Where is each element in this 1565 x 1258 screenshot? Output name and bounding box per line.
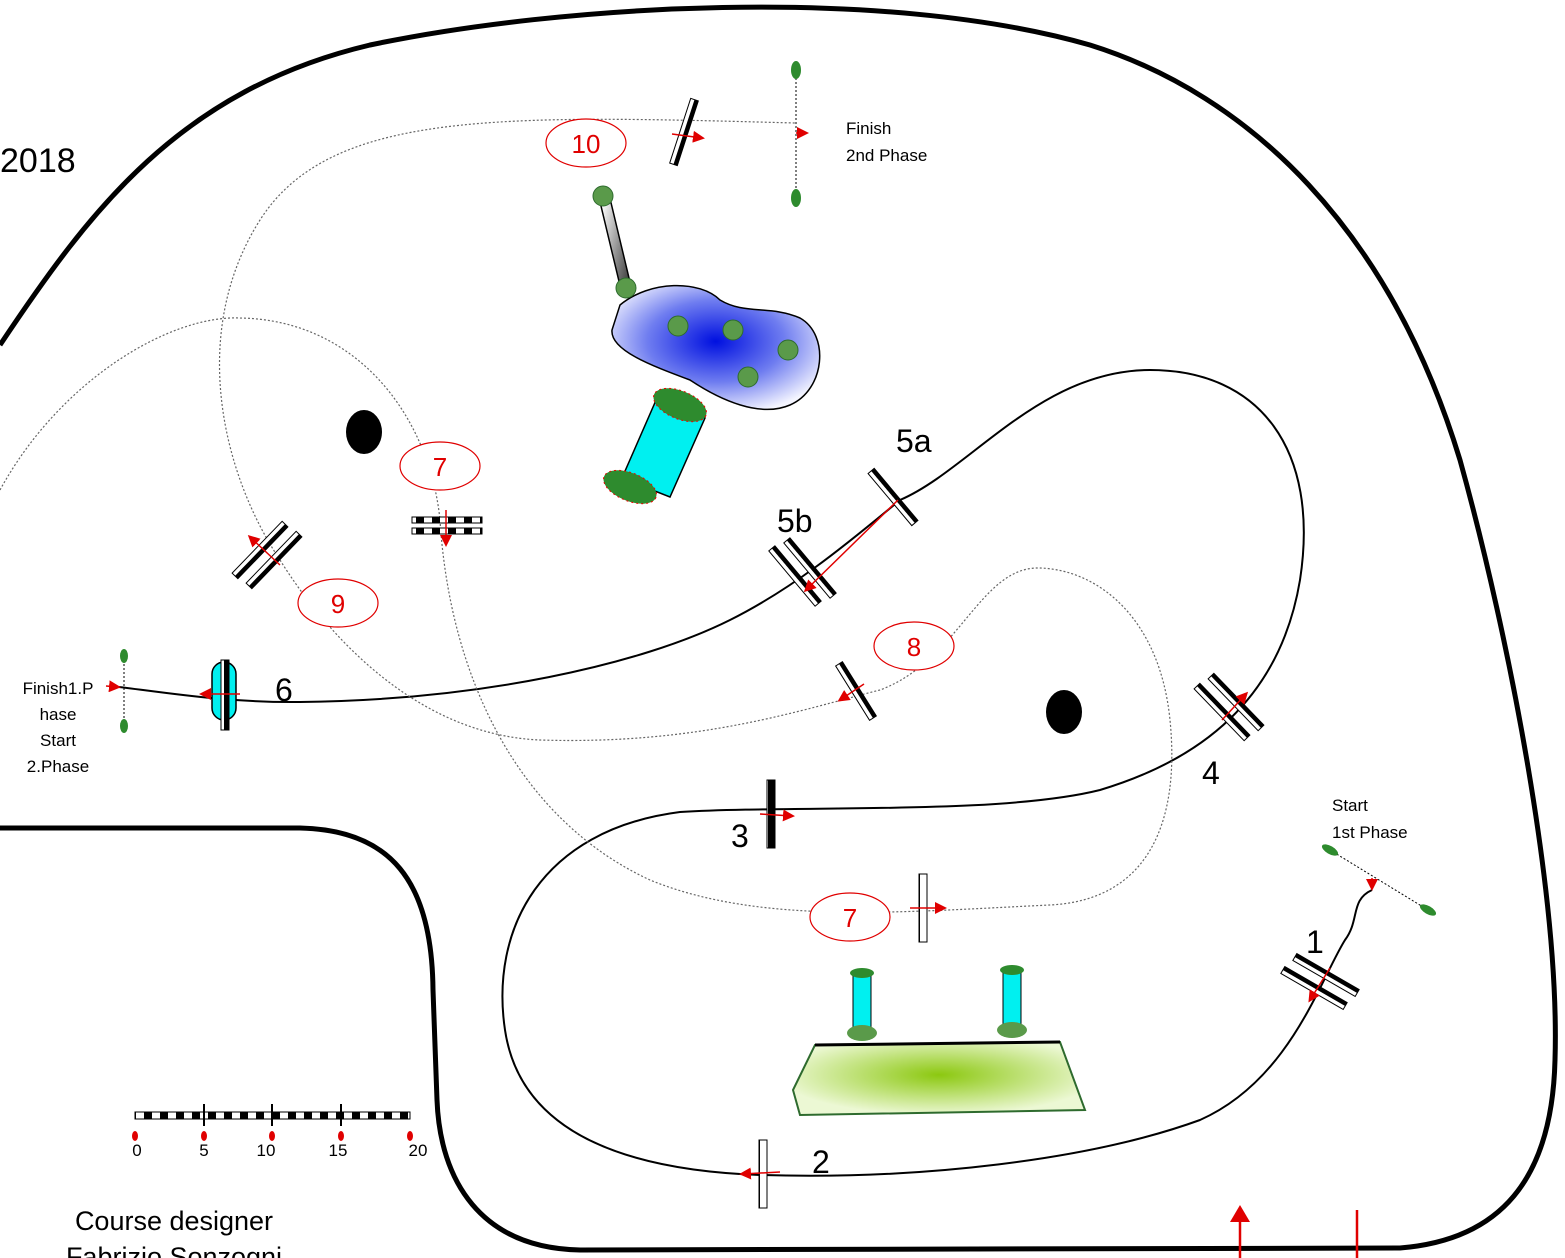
fence-bars bbox=[231, 97, 1360, 1209]
svg-text:Finish: Finish bbox=[846, 119, 891, 138]
obstacle-11-badge: 10 bbox=[545, 118, 627, 168]
green-platform-obstacle bbox=[791, 965, 1087, 1117]
obstacle-10-badge: 9 bbox=[297, 578, 379, 628]
water-shrubs bbox=[667, 315, 799, 388]
scale-tick-5: 5 bbox=[199, 1141, 208, 1160]
finish-2nd-phase-line bbox=[791, 61, 801, 207]
svg-text:8: 8 bbox=[907, 632, 921, 662]
credit-line-1: Course designer bbox=[75, 1206, 273, 1236]
obstacle-1-label: 1 bbox=[1306, 924, 1324, 960]
svg-text:10: 10 bbox=[572, 129, 601, 159]
start-1st-phase-line bbox=[1321, 844, 1437, 916]
obstacle-9-badge: 8 bbox=[873, 621, 955, 671]
svg-text:7: 7 bbox=[433, 452, 447, 482]
svg-text:9: 9 bbox=[331, 589, 345, 619]
svg-text:Start: Start bbox=[40, 731, 76, 750]
svg-text:2nd Phase: 2nd Phase bbox=[846, 146, 927, 165]
water-obstacle bbox=[611, 284, 821, 411]
start-1st-phase-label: Start 1st Phase bbox=[1332, 796, 1408, 842]
scale-tick-0: 0 bbox=[132, 1141, 141, 1160]
obstacle-5b-label: 5b bbox=[777, 503, 813, 539]
scale-bar: 0 5 10 15 20 bbox=[132, 1104, 427, 1160]
scale-tick-15: 15 bbox=[329, 1141, 348, 1160]
finish-2nd-phase-label: Finish 2nd Phase bbox=[846, 119, 927, 165]
obstacle-6-cyan bbox=[211, 659, 237, 731]
finish-1-start-2-label: Finish1.P hase Start 2.Phase bbox=[23, 679, 94, 776]
obstacle-4-label: 4 bbox=[1202, 755, 1220, 791]
svg-text:Finish1.P: Finish1.P bbox=[23, 679, 94, 698]
arena-boundary bbox=[0, 4, 1558, 1253]
obstacle-8-badge: 7 bbox=[809, 892, 891, 942]
direction-arrows bbox=[105, 127, 1378, 1180]
svg-text:Start: Start bbox=[1332, 796, 1368, 815]
tree-marker bbox=[1046, 690, 1082, 734]
obstacle-6-label: 6 bbox=[275, 672, 293, 708]
finish-1st-phase-line bbox=[120, 649, 128, 733]
water-rail bbox=[592, 185, 637, 299]
svg-text:2.Phase: 2.Phase bbox=[27, 757, 89, 776]
obstacle-2-label: 2 bbox=[812, 1144, 830, 1180]
svg-text:hase: hase bbox=[40, 705, 77, 724]
tree-marker bbox=[346, 410, 382, 454]
scale-tick-20: 20 bbox=[409, 1141, 428, 1160]
cyan-obstacle-water bbox=[603, 387, 707, 505]
scale-tick-10: 10 bbox=[257, 1141, 276, 1160]
svg-text:1st Phase: 1st Phase bbox=[1332, 823, 1408, 842]
credit-line-2: Fabrizio Sonzogni bbox=[66, 1242, 282, 1258]
obstacle-7-badge: 7 bbox=[399, 441, 481, 491]
obstacle-3-label: 3 bbox=[731, 818, 749, 854]
svg-text:7: 7 bbox=[843, 903, 857, 933]
second-phase-route bbox=[0, 118, 1173, 913]
entrance-arrows bbox=[1230, 1205, 1359, 1258]
year-label: 2018 bbox=[0, 142, 76, 180]
first-phase-route bbox=[109, 368, 1373, 1177]
obstacle-5a-label: 5a bbox=[896, 423, 932, 459]
